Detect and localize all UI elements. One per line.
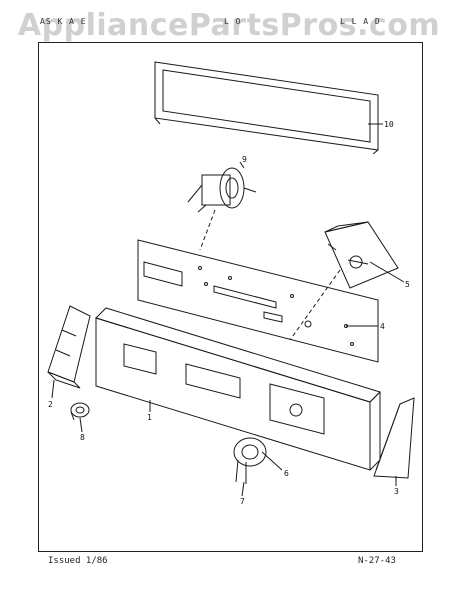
part-10-gasket bbox=[154, 61, 379, 155]
callout-9: 9 bbox=[242, 155, 247, 164]
leader-9 bbox=[239, 161, 245, 169]
part-4-backplate bbox=[137, 239, 379, 363]
callout-8: 8 bbox=[80, 433, 85, 442]
header-right-text: L L A D bbox=[340, 17, 381, 26]
callout-4: 4 bbox=[380, 322, 385, 331]
callout-6: 6 bbox=[284, 469, 289, 478]
leader-2 bbox=[51, 379, 55, 399]
watermark-text: AppliancePartsPros.com bbox=[17, 8, 441, 43]
part-2-end-cap-left bbox=[47, 305, 91, 389]
callout-3: 3 bbox=[394, 487, 399, 496]
leader-6 bbox=[261, 451, 283, 471]
callout-5: 5 bbox=[405, 280, 410, 289]
header-center-text: L O bbox=[224, 17, 242, 26]
leader-5 bbox=[369, 261, 405, 283]
callout-1: 1 bbox=[147, 413, 152, 422]
leader-7 bbox=[241, 481, 245, 497]
part-1-control-panel bbox=[95, 307, 381, 471]
dashed-guide-9 bbox=[199, 209, 216, 251]
callout-2: 2 bbox=[48, 400, 53, 409]
part-3-end-cap-right bbox=[373, 397, 415, 479]
part-9-pressure-switch bbox=[187, 167, 257, 213]
issued-date-text: Issued 1/86 bbox=[48, 556, 108, 566]
callout-10: 10 bbox=[384, 120, 394, 129]
part-6-dial-knob bbox=[233, 437, 267, 484]
dashed-guide-5 bbox=[289, 269, 341, 341]
page-code-text: N-27-43 bbox=[358, 556, 396, 566]
callout-7: 7 bbox=[240, 497, 245, 506]
diagram-frame bbox=[38, 42, 423, 552]
part-8-knob bbox=[70, 402, 90, 421]
header-left-text: AS K A E bbox=[40, 17, 87, 26]
leader-8 bbox=[79, 417, 83, 433]
part-5-timer bbox=[324, 221, 399, 289]
